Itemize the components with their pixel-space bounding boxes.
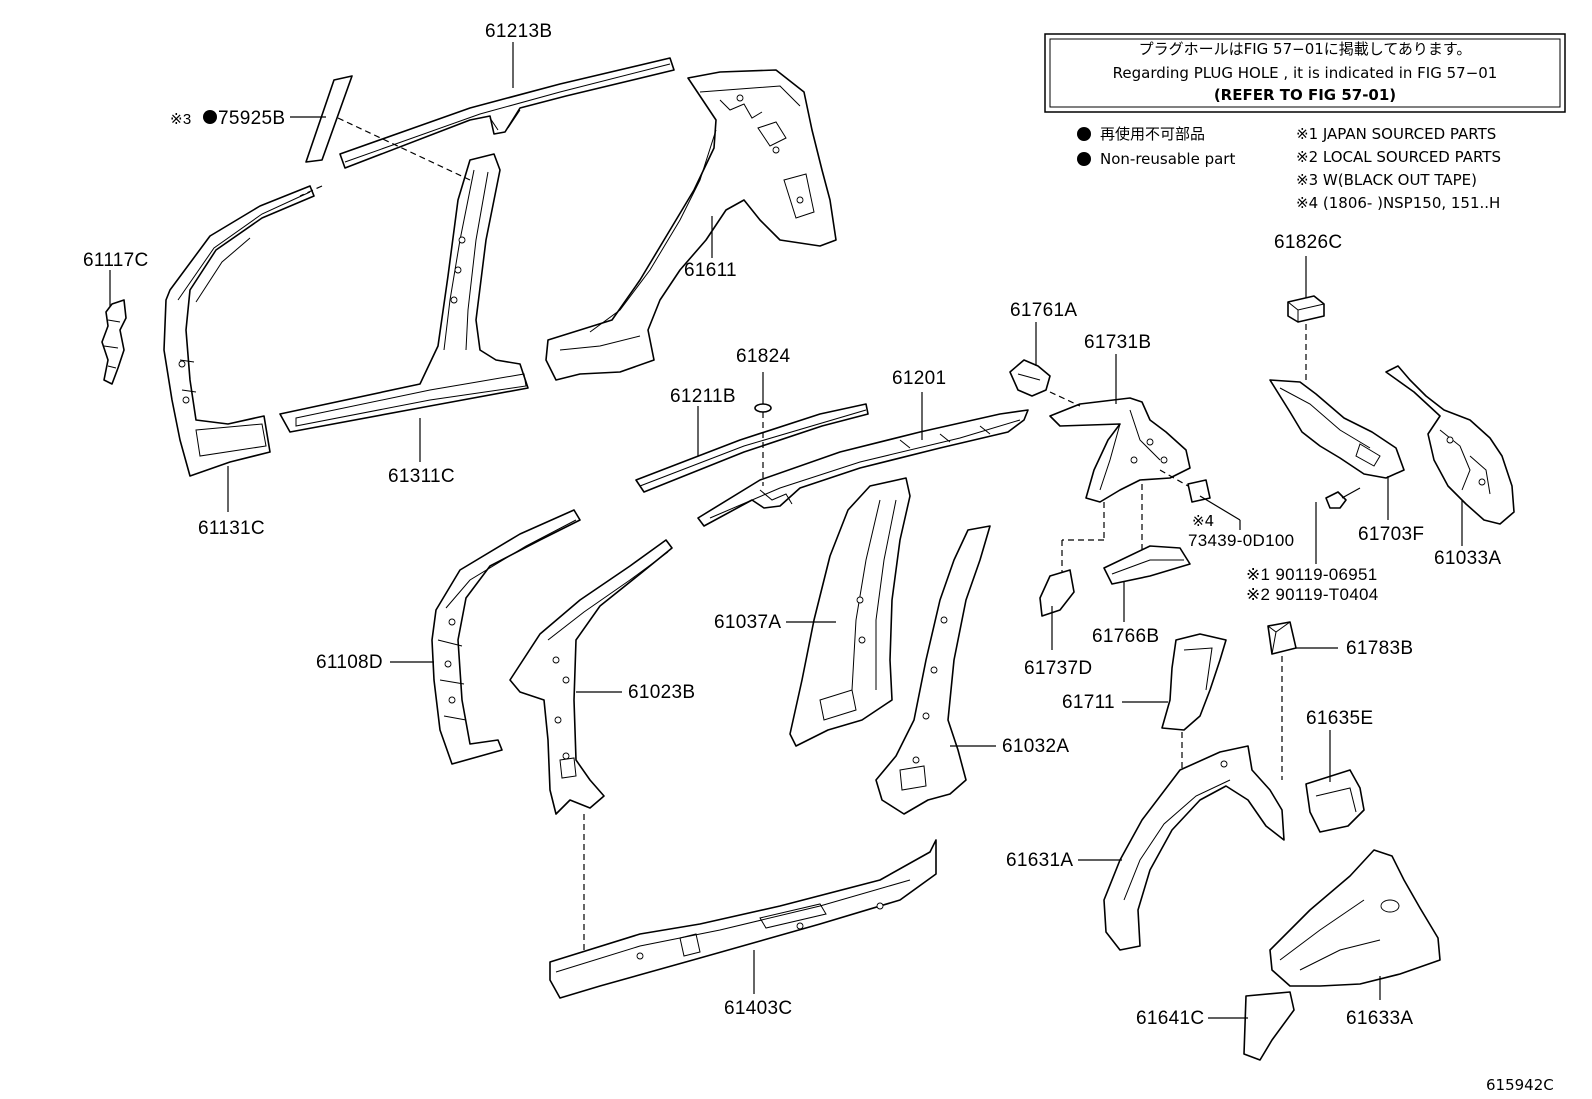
- part-61311C-shape: [279, 153, 529, 433]
- part-61633A-shape: [1269, 849, 1441, 987]
- label-75925B: 75925B: [218, 108, 285, 129]
- part-61641C-shape: [1243, 991, 1295, 1061]
- label-61711: 61711: [1062, 692, 1115, 713]
- legend-en: Non-reusable part: [1100, 150, 1235, 168]
- notice-line-ref: (REFER TO FIG 57-01): [1214, 86, 1396, 104]
- label-61633A: 61633A: [1346, 1008, 1413, 1029]
- label-61117C: 61117C: [83, 250, 149, 271]
- label-61635E: 61635E: [1306, 708, 1373, 729]
- part-61032A-shape: [875, 525, 991, 815]
- part-61766B-shape: [1103, 545, 1191, 585]
- note-1: ※1 JAPAN SOURCED PARTS: [1296, 125, 1496, 143]
- part-61631A-shape: [1103, 745, 1285, 951]
- note-3: ※3 W(BLACK OUT TAPE): [1296, 171, 1477, 189]
- label-61826C: 61826C: [1274, 232, 1342, 253]
- part-61761A-shape: [1009, 359, 1051, 397]
- label-90119-T0404: ※2 90119-T0404: [1246, 585, 1379, 604]
- label-61311C: 61311C: [388, 466, 455, 487]
- label-61641C: 61641C: [1136, 1008, 1204, 1029]
- part-61737D-shape: [1039, 569, 1075, 617]
- figure-id: 615942C: [1486, 1076, 1554, 1094]
- part-73439-shape: [1187, 479, 1211, 503]
- note-2: ※2 LOCAL SOURCED PARTS: [1296, 148, 1501, 166]
- part-61635E-shape: [1305, 769, 1365, 833]
- label-61824: 61824: [736, 346, 790, 367]
- part-61117C-shape: [101, 299, 127, 385]
- alignment-lines: [299, 117, 1307, 950]
- label-61737D: 61737D: [1024, 658, 1092, 679]
- non-reusable-dot-icon: [1077, 127, 1091, 141]
- label-61611: 61611: [684, 260, 737, 281]
- part-61023B-shape: [509, 539, 673, 815]
- label-61766B: 61766B: [1092, 626, 1159, 647]
- part-61711-shape: [1161, 633, 1227, 731]
- part-61826C-shape: [1287, 295, 1325, 323]
- part-61213B-shape: [339, 57, 675, 169]
- label-61761A: 61761A: [1010, 300, 1077, 321]
- part-61108D-shape: [431, 509, 581, 765]
- label-61403C: 61403C: [724, 998, 792, 1019]
- part-61731B-shape: [1049, 397, 1191, 503]
- non-reusable-dot-icon: [203, 110, 217, 124]
- label-73439-prefix: ※4: [1192, 512, 1214, 530]
- leader-lines: [109, 42, 1463, 1019]
- notice-box: プラグホールはFIG 57−01に掲載してあります。 Regarding PLU…: [1044, 33, 1566, 113]
- label-61131C: 61131C: [198, 518, 265, 539]
- notice-line-en: Regarding PLUG HOLE , it is indicated in…: [1113, 64, 1498, 82]
- label-61023B: 61023B: [628, 682, 695, 703]
- label-61631A: 61631A: [1006, 850, 1073, 871]
- part-61037A-shape: [789, 477, 911, 747]
- label-61108D: 61108D: [316, 652, 383, 673]
- label-61213B: 61213B: [485, 21, 552, 42]
- part-61131C-shape: [163, 185, 315, 477]
- label-61731B: 61731B: [1084, 332, 1151, 353]
- legend: 再使用不可部品 Non-reusable part ※1 JAPAN SOURC…: [1077, 125, 1501, 212]
- label-73439: 73439-0D100: [1188, 531, 1294, 550]
- part-labels: 61213B ※3 75925B 61117C 61611 61131C 613…: [83, 21, 1554, 1094]
- label-61032A: 61032A: [1002, 736, 1069, 757]
- label-61037A: 61037A: [714, 612, 781, 633]
- part-61201-shape: [697, 409, 1029, 527]
- part-75925B-shape: [305, 75, 353, 163]
- part-61403C-shape: [549, 839, 937, 999]
- label-61783B: 61783B: [1346, 638, 1413, 659]
- part-61703F-shape: [1269, 379, 1405, 479]
- legend-jp: 再使用不可部品: [1100, 125, 1205, 143]
- label-61033A: 61033A: [1434, 548, 1501, 569]
- non-reusable-dot-icon: [1077, 152, 1091, 166]
- note-4: ※4 (1806- )NSP150, 151..H: [1296, 194, 1500, 212]
- label-90119-06951: ※1 90119-06951: [1246, 565, 1378, 584]
- label-61201: 61201: [892, 368, 946, 389]
- part-61033A-shape: [1385, 365, 1515, 525]
- part-61824-shape: [754, 403, 772, 413]
- notice-line-jp: プラグホールはFIG 57−01に掲載してあります。: [1139, 40, 1472, 58]
- label-75925B-prefix: ※3: [170, 111, 192, 128]
- part-61211B-shape: [635, 403, 869, 493]
- part-61611-shape: [545, 69, 837, 381]
- part-90119-shape: [1325, 487, 1361, 509]
- label-61703F: 61703F: [1358, 524, 1424, 545]
- label-61211B: 61211B: [670, 386, 736, 407]
- part-61783B-shape: [1267, 621, 1297, 655]
